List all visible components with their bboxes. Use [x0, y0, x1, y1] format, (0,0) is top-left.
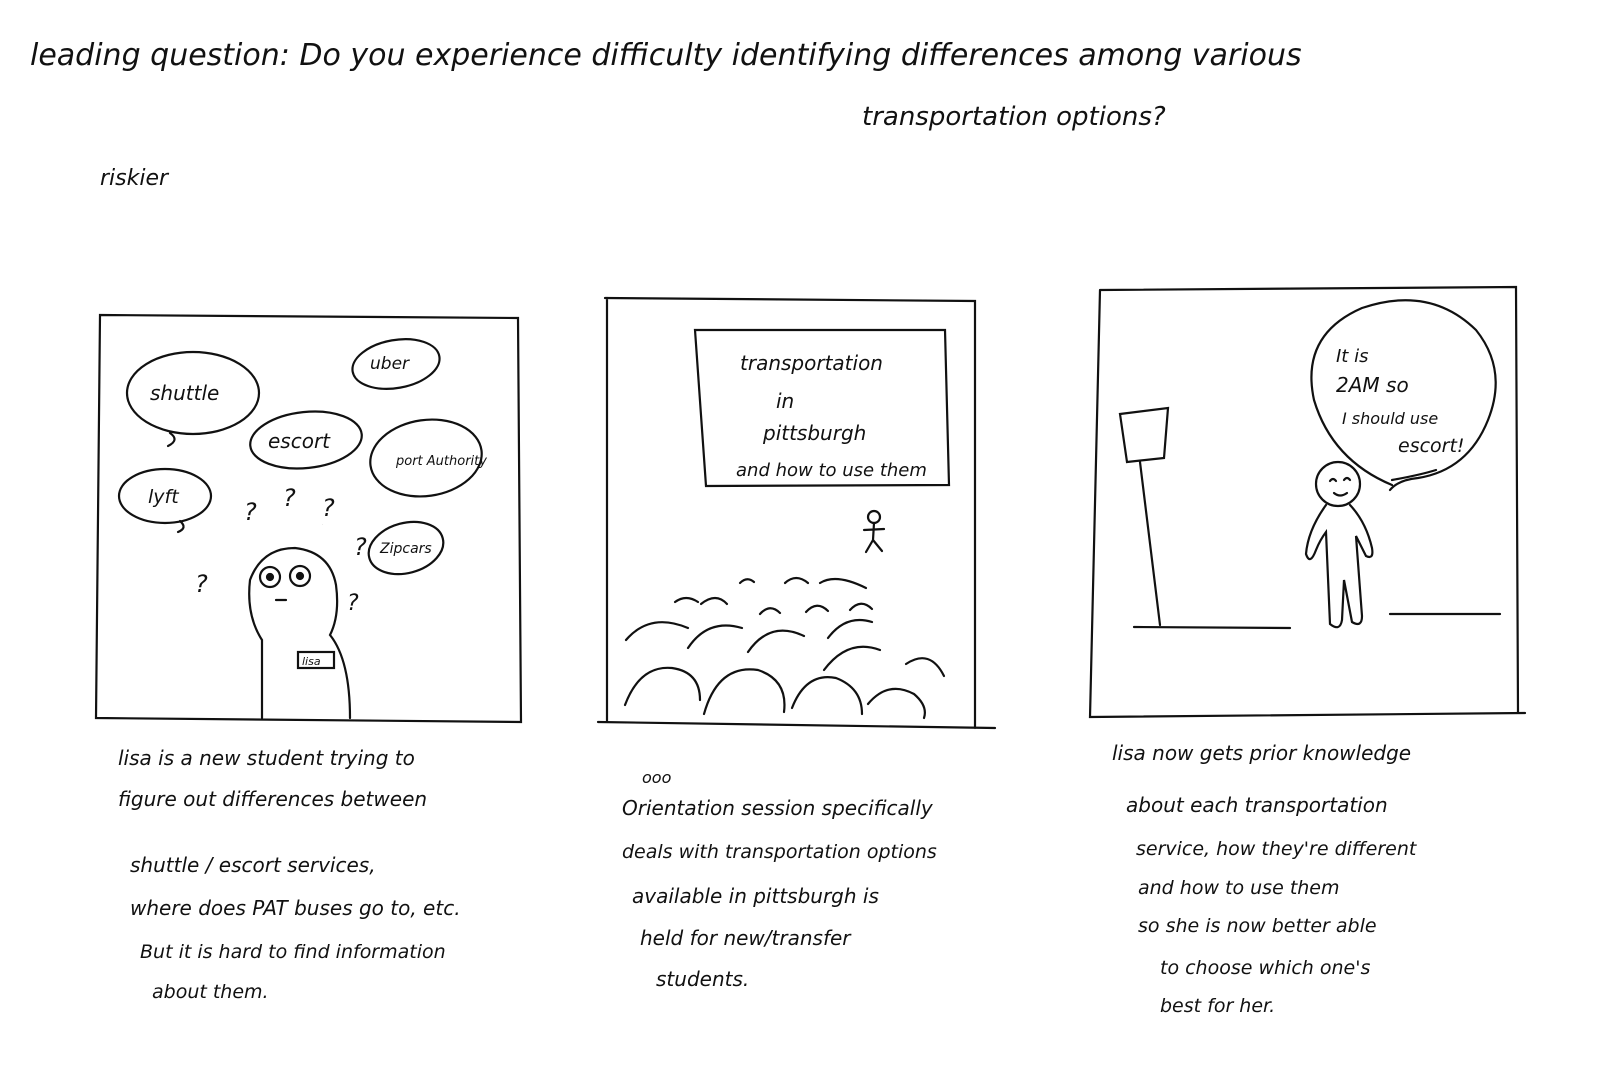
question-mark: ? — [244, 498, 257, 526]
panel-3-caption-line: service, how they're different — [1136, 838, 1418, 860]
figure-head — [1314, 460, 1362, 508]
speech-line: escort! — [1398, 435, 1465, 457]
audience-head — [746, 629, 806, 654]
audience-head — [783, 576, 810, 585]
panel-2-frame — [596, 296, 997, 730]
panel-3-frame — [1088, 285, 1527, 719]
bubble-escort — [249, 410, 363, 470]
sign-post — [1118, 406, 1170, 627]
lisa-right-pupil — [295, 571, 305, 581]
audience-head — [699, 596, 729, 606]
audience-head — [804, 604, 830, 614]
lisa-left-pupil — [265, 572, 275, 582]
panel-1-caption-line: shuttle / escort services, — [130, 853, 376, 877]
audience-head — [623, 666, 702, 707]
screen-text-line: in — [776, 389, 794, 413]
bubble-uber — [351, 338, 441, 390]
audience-head — [866, 687, 926, 720]
presenter-head — [866, 509, 882, 525]
speech-bubble-tail — [1390, 468, 1438, 482]
audience-head — [673, 596, 700, 604]
panel-1-caption-line: where does PAT buses go to, etc. — [130, 896, 461, 920]
lisa-name-tag — [296, 650, 336, 670]
bubble-lyft-label: lyft — [148, 486, 180, 508]
panel-1-caption-line: But it is hard to find information — [140, 941, 446, 963]
bubble-shuttle-tail — [166, 431, 176, 448]
panel-2 — [596, 296, 997, 730]
panel-3-caption-line: lisa now gets prior knowledge — [1112, 741, 1411, 765]
audience-head — [818, 577, 868, 590]
audience-head — [702, 668, 786, 716]
lisa-figure — [248, 546, 352, 720]
bubble-port-authority-label: port Authority — [395, 454, 487, 469]
panel-2-caption-scribble: ooo — [642, 768, 672, 787]
audience-head — [822, 645, 882, 672]
panel-1-caption-line: about them. — [152, 981, 269, 1003]
panel-3-caption-line: and how to use them — [1138, 877, 1340, 899]
screen-text-line: pittsburgh — [762, 421, 866, 445]
panel-3-caption-line: to choose which one's — [1160, 957, 1370, 979]
audience-head — [904, 657, 946, 678]
panel-2-caption-line: deals with transportation options — [622, 841, 937, 863]
question-mark: ? — [195, 570, 208, 598]
bubble-zipcars — [367, 520, 445, 576]
ground-line — [1132, 612, 1502, 630]
bubble-escort-label: escort — [268, 429, 331, 453]
speech-line: It is — [1336, 346, 1368, 367]
figure-mouth — [1332, 491, 1349, 497]
bubble-uber-label: uber — [370, 354, 410, 374]
header-question-line1: leading question: Do you experience diff… — [30, 38, 1302, 73]
panel-3-caption-line: so she is now better able — [1138, 915, 1377, 937]
speech-line: 2AM so — [1336, 373, 1409, 397]
panel-1 — [94, 313, 523, 724]
lisa-right-eye — [288, 564, 312, 588]
audience-head — [624, 621, 690, 642]
bubble-shuttle — [125, 350, 261, 436]
panel-1-caption-line: lisa is a new student trying to — [118, 746, 415, 770]
speech-line: I should use — [1342, 409, 1438, 428]
presentation-screen — [693, 328, 951, 488]
panel-2-caption-line: held for new/transfer — [640, 926, 852, 950]
panel-1-caption-line: figure out differences between — [118, 787, 427, 811]
bubble-zipcars-label: Zipcars — [379, 541, 432, 557]
question-mark: ? — [283, 484, 296, 512]
question-mark: ? — [354, 533, 367, 561]
header-tag-riskier: riskier — [100, 166, 170, 191]
audience-head — [686, 624, 744, 650]
figure-body — [1304, 503, 1374, 629]
panel-1-frame — [94, 313, 523, 724]
audience-head — [738, 578, 756, 585]
header-question-line2: transportation options? — [862, 102, 1166, 132]
audience-head — [758, 607, 782, 616]
bubble-shuttle-label: shuttle — [150, 381, 219, 405]
panel-3-caption-line: about each transportation — [1126, 793, 1388, 817]
screen-text-line: transportation — [740, 351, 883, 375]
lisa-left-eye — [258, 565, 282, 589]
bubble-lyft — [117, 467, 213, 525]
audience-head — [790, 676, 864, 716]
panel-2-caption-line: Orientation session specifically — [622, 796, 934, 820]
question-mark: ? — [347, 591, 359, 616]
panel-3-caption-line: best for her. — [1160, 995, 1275, 1017]
question-mark: ? — [322, 494, 335, 522]
audience-head — [848, 602, 874, 612]
panel-2-caption-line: available in pittsburgh is — [632, 884, 879, 908]
bubble-port-authority — [369, 418, 483, 498]
figure-eyes — [1328, 476, 1352, 483]
screen-text-line: and how to use them — [736, 460, 927, 481]
audience-head — [826, 618, 874, 640]
presenter-body — [862, 521, 886, 554]
question-mark: ? — [322, 524, 323, 526]
speech-bubble — [1310, 299, 1497, 492]
bubble-lyft-tail — [176, 519, 185, 534]
panel-2-caption-line: students. — [656, 967, 749, 991]
lisa-name-tag-label: lisa — [302, 655, 321, 668]
panel-3 — [1088, 285, 1527, 719]
